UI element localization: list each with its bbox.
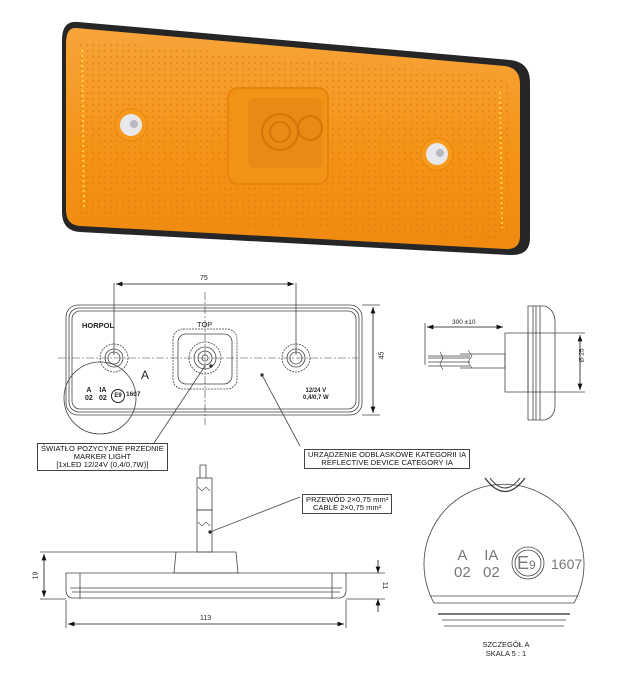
detail-mark-ia-top: IA	[484, 547, 499, 564]
detail-caption-title: SZCZEGÓŁ A	[482, 640, 530, 649]
marker-light-en: MARKER LIGHT	[73, 452, 132, 461]
dim-cable-length: 300 ±10	[452, 319, 476, 326]
cable-pl: PRZEWÓD 2×0,75 mm²	[306, 495, 389, 504]
reflective-device-en: REFLECTIVE DEVICE CATEGORY IA	[321, 458, 453, 467]
brand-label: HORPOL	[82, 321, 115, 330]
detail-e-mark-letter: E	[517, 553, 530, 573]
detail-mark-a-top: A	[457, 547, 468, 564]
reflective-device-pl: URZĄDZENIE ODBLASKOWE KATEGORII IA	[308, 450, 467, 459]
mark-a: A 02	[85, 387, 93, 403]
dim-total-height: 19	[32, 571, 40, 580]
mark-ia: IA 02	[99, 387, 107, 403]
cable-en: CABLE 2×0,75 mm²	[312, 503, 382, 512]
mark-a-bottom: 02	[85, 395, 93, 402]
callout-reflective-device: URZĄDZENIE ODBLASKOWE KATEGORII IA REFLE…	[304, 449, 471, 469]
dim-body-height: 11	[381, 581, 389, 590]
mark-ia-bottom: 02	[99, 395, 107, 402]
rating-power: 0,4/0,7 W	[303, 395, 329, 401]
marker-lamp-photo	[62, 21, 530, 256]
callout-marker-light: ŚWIATŁO POZYCYJNE PRZEDNIE MARKER LIGHT …	[37, 443, 168, 471]
dim-length: 113	[200, 615, 212, 622]
product-photo	[0, 0, 620, 265]
detail-marker-a: A	[141, 368, 150, 382]
rating-label: 12/24 V 0,4/0,7 W	[303, 388, 329, 402]
detail-mark-a-bottom: 02	[454, 564, 471, 581]
marker-light-spec: [1xLED 12/24V (0,4/0,7W)]	[56, 460, 149, 469]
dim-hole-spacing: 75	[200, 275, 208, 282]
detail-mark-a: A 02	[454, 547, 471, 581]
e-mark-small: E9	[111, 389, 125, 403]
dim-height: 45	[378, 351, 386, 360]
dim-diameter: Ø 25	[578, 348, 586, 363]
detail-caption: SZCZEGÓŁ A SKALA 5 : 1	[478, 640, 534, 658]
detail-mark-ia-bottom: 02	[483, 564, 500, 581]
callout-cable: PRZEWÓD 2×0,75 mm² CABLE 2×0,75 mm²	[302, 494, 393, 514]
detail-caption-scale: SKALA 5 : 1	[485, 649, 527, 658]
top-label: TOP	[197, 320, 213, 329]
approval-number-small: 1607	[126, 391, 141, 398]
detail-approval-number: 1607	[551, 556, 583, 572]
mark-ia-top: IA	[99, 387, 107, 394]
detail-e-mark: E9	[517, 553, 536, 574]
detail-e-mark-number: 9	[529, 558, 536, 572]
mark-a-top: A	[86, 387, 92, 394]
detail-mark-ia: IA 02	[483, 547, 500, 581]
rating-voltage: 12/24 V	[305, 388, 327, 394]
marker-light-pl: ŚWIATŁO POZYCYJNE PRZEDNIE	[41, 444, 164, 453]
